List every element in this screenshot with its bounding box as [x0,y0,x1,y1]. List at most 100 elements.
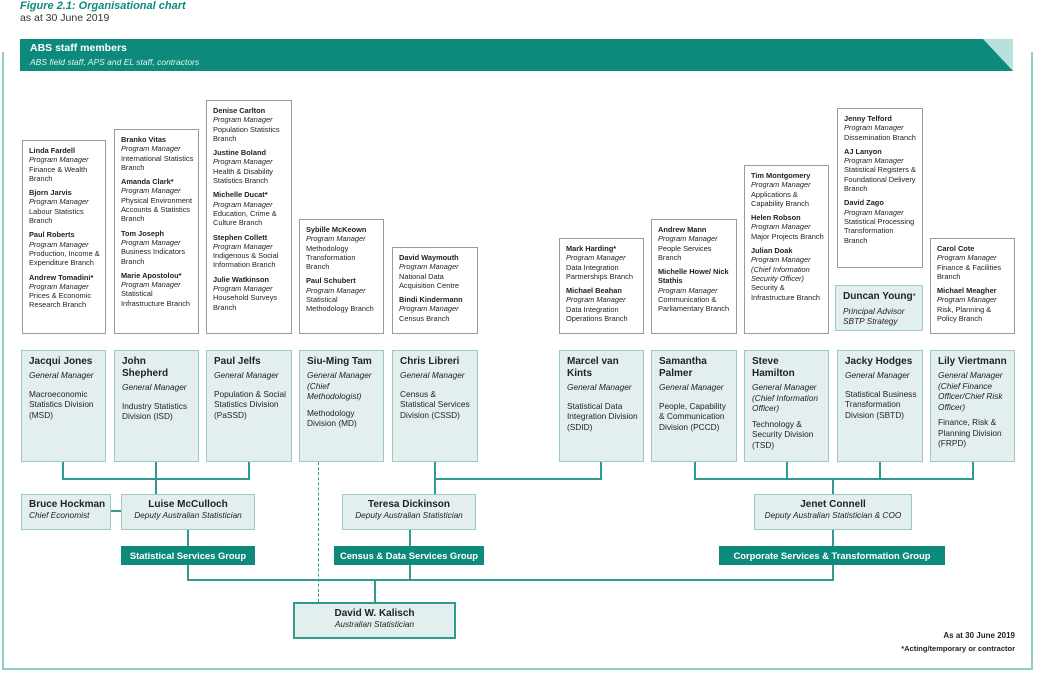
branch-manager-role: Program Manager [306,234,366,244]
branch-manager-name: Michael Meagher [937,286,997,296]
branch-manager-name: Michelle Howe/ Nick Stathis [658,267,729,286]
connector-line [374,579,376,602]
division-head-role: General Manager [845,370,910,380]
division-head-note: (Chief Methodologist) [307,380,362,402]
branch-unit: Applications & Capability Branch [751,189,809,208]
acting-note: *Acting/temporary or contractor [901,644,1015,653]
advisor-role: Principal Advisor [843,305,905,316]
group-statistical-services: Statistical Services Group [121,546,255,565]
division-head-name: Jacky Hodges [845,356,913,367]
deputy-role: Deputy Australian Statistician [134,510,242,520]
branch-manager-name: Jenny Telford [844,114,892,123]
connector-line [600,462,602,480]
connector-line [187,579,834,581]
division-box-sdid: Marcel van Kints General Manager Statist… [559,350,644,462]
branch-manager-role: Program Manager [29,197,89,207]
division-head-name: Siu-Ming Tam [307,356,372,367]
branch-manager-name: Tom Joseph [121,228,164,238]
division-head-role: General Manager [214,370,279,380]
branch-unit: National Data Acquisition Centre [399,271,459,290]
group-corporate-services: Corporate Services & Transformation Grou… [719,546,945,565]
branch-unit: Household Surveys Branch [213,293,278,312]
branch-manager-name: Justine Boland [213,148,266,158]
deputy-role: Chief Economist [29,510,90,520]
branch-unit: Statistical Methodology Branch [306,295,374,314]
branch-manager-role: Program Manager [399,262,459,272]
division-name: Industry Statistics Division (ISD) [122,400,188,422]
division-name: Methodology Division (MD) [307,407,357,429]
branch-manager-name: David Waymouth [399,253,459,262]
branch-manager-name: Paul Schubert [306,276,356,286]
branch-manager-role: Program Manager [399,304,459,314]
branch-unit: Production, Income & Expenditure Branch [29,248,100,268]
division-box-frpd: Lily Viertmann General Manager (Chief Fi… [930,350,1015,462]
division-head-name: Jacqui Jones [29,356,93,367]
connector-line [972,462,974,479]
figure-subtitle: as at 30 June 2019 [20,12,110,24]
connector-line [110,510,122,512]
branch-manager-role: Program Manager [751,222,811,232]
division-head-role: General Manager [29,370,94,380]
branch-manager-role: Program Manager [213,241,273,251]
branch-manager-role: Program Manager [306,285,366,295]
branch-manager-role: Program Manager [213,115,273,125]
branch-manager-role: Program Manager [29,155,89,165]
branch-unit: Statistical Infrastructure Branch [121,289,191,308]
division-name: Statistical Business Transformation Divi… [845,388,917,420]
division-box-cssd: Chris Libreri General Manager Census & S… [392,350,478,462]
connector-line [187,530,189,546]
branch-unit: Data Integration Partnerships Branch [566,262,633,281]
division-name: Technology & Security Division (TSD) [752,418,814,450]
advisor-acting-mark: * [912,292,916,301]
branch-manager-name: Michael Beahan [566,286,622,296]
branch-unit: Major Projects Branch [751,231,824,241]
branch-unit: Physical Environment Accounts & Statisti… [121,195,193,224]
branch-manager-role: Program Manager (Chief Information Secur… [751,255,811,283]
branch-unit: Census Branch [399,313,450,323]
branch-unit: People Services Branch [658,243,712,262]
branch-manager-role: Program Manager [213,157,273,167]
branch-unit: Security & Infrastructure Branch [751,283,821,302]
advisor-box: Duncan Young* Principal Advisor SBTP Str… [835,285,923,331]
branch-manager-name: Helen Robson [751,213,801,223]
connector-line [879,462,881,479]
connector-line [155,462,157,479]
division-head-role: General Manager (Chief Finance Officer/C… [938,370,1003,412]
deputy-role: Deputy Australian Statistician [355,510,463,520]
branch-manager-name: Linda Fardell [29,146,75,155]
division-head-name: Chris Libreri [400,356,460,367]
branch-manager-name: David Zago [844,198,884,208]
division-head-name: Samantha Palmer [659,356,707,379]
branch-manager-role: Program Manager [844,207,904,217]
branch-unit: Risk, Planning & Policy Branch [937,304,992,324]
division-head-role: General Manager [122,382,187,392]
connector-line [832,530,834,546]
branch-manager-name: Andrew Tomadini* [29,272,94,282]
branch-manager-role: Program Manager [844,156,904,166]
staff-subtitle: ABS field staff, APS and EL staff, contr… [30,57,200,67]
deputy-box-statistical-services: Luise McCulloch Deputy Australian Statis… [121,494,255,530]
division-name: Statistical Data Integration Division (S… [567,400,638,432]
division-name: Finance, Risk & Planning Division (FRPD) [938,417,1002,448]
deputy-box-census-data: Teresa Dickinson Deputy Australian Stati… [342,494,476,530]
branch-manager-role: Program Manager [29,239,89,249]
outer-frame [2,52,1033,670]
division-name: Macroeconomic Statistics Division (MSD) [29,388,94,420]
branch-unit: Business Indicators Branch [121,247,186,266]
division-name: People, Capability & Communication Divis… [659,400,726,432]
staff-bar [20,39,1013,71]
